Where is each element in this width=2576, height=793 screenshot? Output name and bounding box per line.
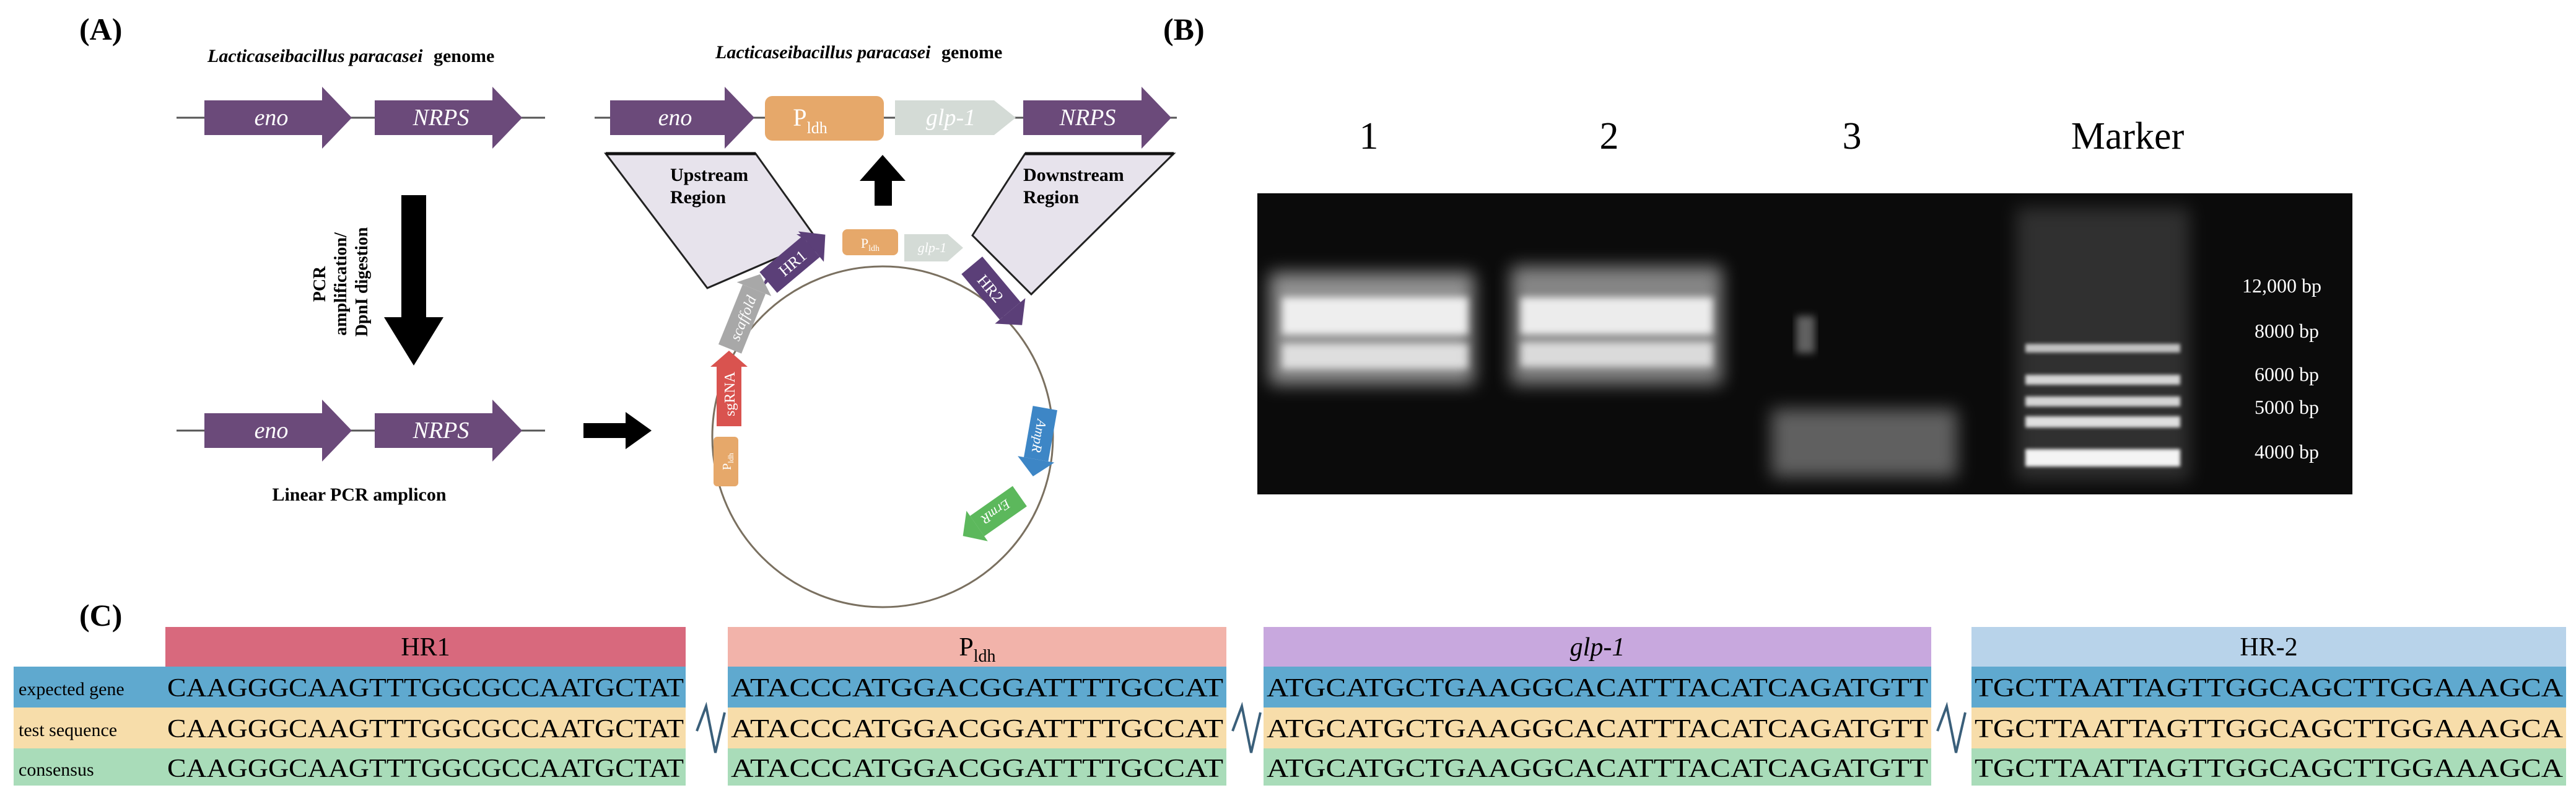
row-labels: expected gene test sequence consensus — [14, 667, 165, 786]
panel-c-label: (C) — [79, 598, 122, 633]
row-label-test: test sequence — [19, 720, 117, 740]
svg-text:TGCTTAATTAGTTGGCAGCTTGGAAAGCA: TGCTTAATTAGTTGGCAGCTTGGAAAGCA — [1975, 674, 2564, 703]
svg-text:ATGCATGCTGAAGGCACATTTACATCAGAT: ATGCATGCTGAAGGCACATTTACATCAGATGTT — [1267, 715, 1928, 743]
row-label-consensus: consensus — [19, 760, 94, 780]
genome-row-modified: eno Pldh glp-1 NRPS — [595, 87, 1177, 149]
pcr-step-label: PCR amplification/ DpnI digestion — [310, 227, 372, 336]
svg-text:eno: eno — [658, 105, 692, 131]
downstream-label: Downstream Region — [1023, 165, 1129, 208]
down-arrow — [384, 195, 443, 366]
svg-text:NRPS: NRPS — [1059, 105, 1116, 131]
right-arrow — [583, 412, 652, 449]
break-symbol-2 — [1231, 701, 1262, 753]
genome-row-amplicon: eno NRPS — [177, 400, 545, 462]
svg-text:eno: eno — [255, 418, 289, 444]
ladder-4000: 4000 bp — [2255, 440, 2319, 463]
svg-text:NRPS: NRPS — [413, 418, 469, 444]
plasmid-sgrna-label: sgRNA — [722, 371, 738, 416]
panel-a-label: (A) — [79, 12, 122, 46]
ladder-12000: 12,000 bp — [2242, 274, 2321, 297]
nrps-gene-arrow — [375, 400, 522, 462]
svg-text:glp-1: glp-1 — [918, 240, 946, 255]
promoter-box — [765, 96, 884, 141]
nrps-gene-label: NRPS — [413, 105, 469, 131]
genome-label-left: Lacticaseibacillus paracasei genome — [207, 46, 494, 66]
segment-title: HR-2 — [2240, 633, 2297, 662]
ladder-5000: 5000 bp — [2255, 396, 2319, 418]
lane-label-1: 1 — [1360, 115, 1379, 157]
row-label-expected: expected gene — [19, 679, 124, 699]
break-symbol-1 — [696, 701, 726, 753]
svg-text:ATGCATGCTGAAGGCACATTTACATCAGAT: ATGCATGCTGAAGGCACATTTACATCAGATGTT — [1267, 674, 1928, 703]
svg-text:ATACCCATGGACGGATTTTGCCAT: ATACCCATGGACGGATTTTGCCAT — [731, 755, 1223, 783]
break-symbol-3 — [1936, 701, 1967, 753]
segment-title: Pldh — [959, 633, 995, 666]
genome-row-original: eno NRPS — [177, 87, 545, 149]
up-arrow — [860, 155, 906, 206]
gel-image: 12,000 bp 8000 bp 6000 bp 5000 bp 4000 b… — [1257, 193, 2352, 494]
downstream-region: Downstream Region — [971, 152, 1176, 296]
upstream-label: Upstream Region — [670, 165, 753, 208]
svg-text:glp-1: glp-1 — [926, 105, 976, 131]
plasmid: HR1 Pldh glp-1 HR2 scaffold sgRNA Pldh — [710, 229, 1057, 608]
segment-title: glp-1 — [1570, 633, 1625, 662]
eno-gene-arrow — [610, 87, 754, 149]
seq-consensus: CAAGGGCAAGTTTGGCGCCAATGCTAT — [167, 755, 684, 783]
svg-text:TGCTTAATTAGTTGGCAGCTTGGAAAGCA: TGCTTAATTAGTTGGCAGCTTGGAAAGCA — [1975, 715, 2564, 743]
segment-hr1: HR1 CAAGGGCAAGTTTGGCGCCAATGCTAT CAAGGGCA… — [165, 627, 686, 786]
ladder-8000: 8000 bp — [2255, 320, 2319, 342]
seq-expected: CAAGGGCAAGTTTGGCGCCAATGCTAT — [167, 674, 684, 703]
promoter-label: Pldh — [793, 103, 827, 137]
eno-gene-arrow — [204, 87, 352, 149]
ladder-6000: 6000 bp — [2255, 363, 2319, 385]
eno-gene-arrow — [204, 400, 352, 462]
segment-hr2: HR-2 TGCTTAATTAGTTGGCAGCTTGGAAAGCA TGCTT… — [1971, 627, 2566, 786]
glp1-gene-arrow — [895, 100, 1016, 135]
nrps-gene-arrow — [1023, 87, 1171, 149]
lane-label-3: 3 — [1843, 115, 1862, 157]
seq-test: CAAGGGCAAGTTTGGCGCCAATGCTAT — [167, 715, 684, 743]
segment-title: HR1 — [401, 633, 450, 662]
svg-text:ATGCATGCTGAAGGCACATTTACATCAGAT: ATGCATGCTGAAGGCACATTTACATCAGATGTT — [1267, 755, 1928, 783]
svg-text:ATACCCATGGACGGATTTTGCCAT: ATACCCATGGACGGATTTTGCCAT — [731, 715, 1223, 743]
eno-gene-label: eno — [255, 105, 289, 131]
panel-b-label: (B) — [1163, 12, 1205, 46]
amplicon-label: Linear PCR amplicon — [272, 484, 446, 505]
svg-text:ATACCCATGGACGGATTTTGCCAT: ATACCCATGGACGGATTTTGCCAT — [731, 674, 1223, 703]
lane-label-2: 2 — [1600, 115, 1619, 157]
lane-label-marker: Marker — [2071, 115, 2185, 157]
svg-text:TGCTTAATTAGTTGGCAGCTTGGAAAGCA: TGCTTAATTAGTTGGCAGCTTGGAAAGCA — [1975, 755, 2564, 783]
segment-pldh: Pldh ATACCCATGGACGGATTTTGCCAT ATACCCATGG… — [728, 627, 1226, 786]
segment-glp1: glp-1 ATGCATGCTGAAGGCACATTTACATCAGATGTT … — [1264, 627, 1931, 786]
nrps-gene-arrow — [375, 87, 522, 149]
genome-label-right: Lacticaseibacillus paracasei genome — [715, 42, 1002, 63]
